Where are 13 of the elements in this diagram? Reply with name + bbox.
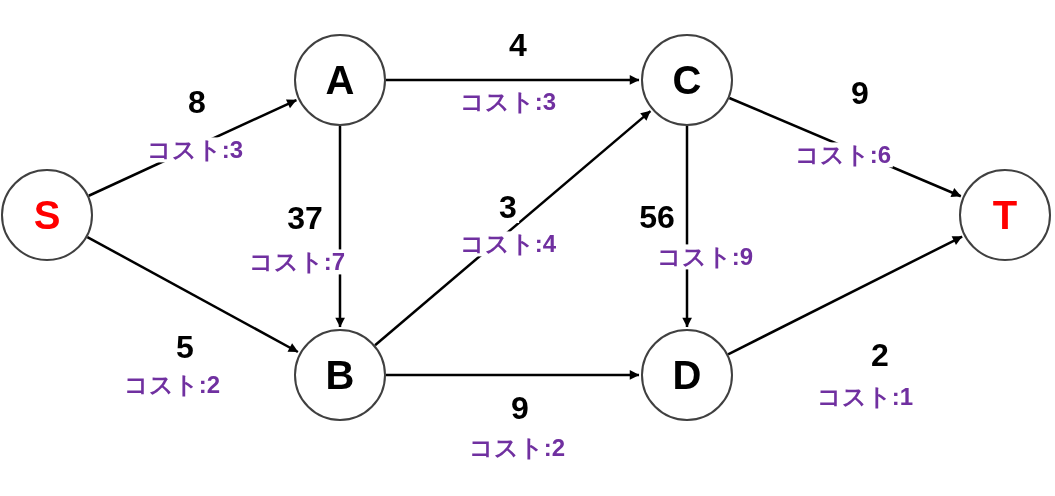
node-circle: S bbox=[1, 169, 93, 261]
node-circle: A bbox=[294, 34, 386, 126]
arrow bbox=[386, 370, 640, 380]
arrow bbox=[335, 126, 345, 328]
node-circle: D bbox=[641, 329, 733, 421]
arrow bbox=[727, 235, 963, 356]
node-circle: C bbox=[641, 34, 733, 126]
node-circle: T bbox=[959, 169, 1051, 261]
arrow bbox=[86, 235, 299, 354]
node-circle: B bbox=[294, 329, 386, 421]
arrow bbox=[386, 75, 640, 85]
arrow bbox=[374, 110, 652, 347]
arrow bbox=[682, 126, 692, 328]
